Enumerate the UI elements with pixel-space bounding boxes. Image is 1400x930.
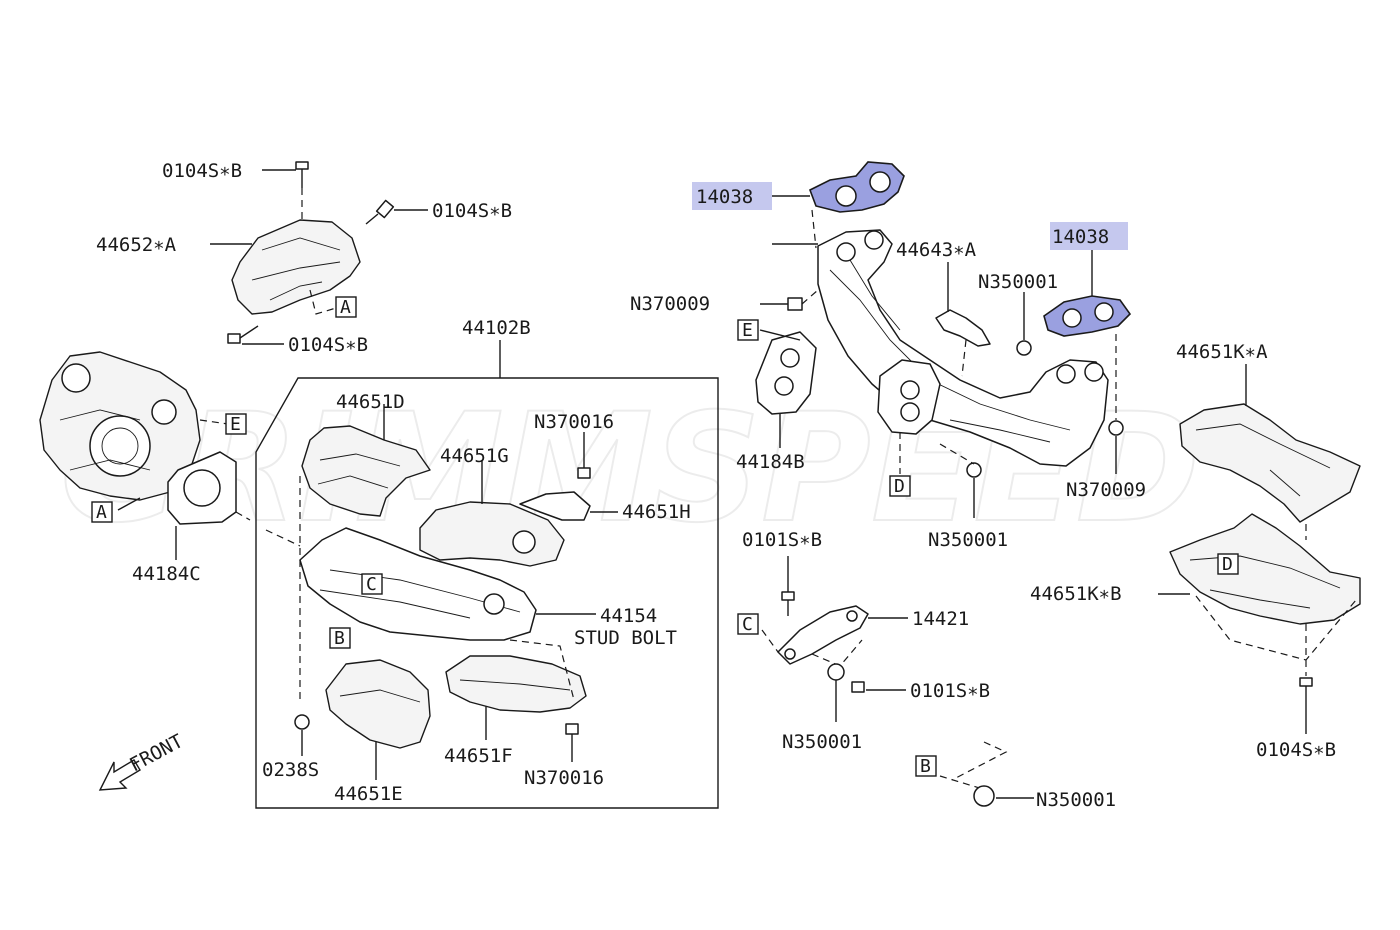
bolt-icon: [295, 161, 309, 188]
label-n370009-left: N370009: [630, 293, 710, 315]
heat-shield-44651e[interactable]: [325, 659, 431, 749]
ref-b-nut-group: B N350001: [915, 741, 1116, 811]
svg-text:D: D: [1222, 554, 1233, 575]
ref-box-c: C: [737, 613, 759, 635]
label-0104sb-far: 0104S∗B: [1256, 739, 1336, 761]
label-stud-bolt: STUD BOLT: [574, 627, 677, 649]
bolt-icon: [227, 325, 259, 344]
bracket-14421[interactable]: [777, 605, 869, 665]
label-n350001-low: N350001: [782, 731, 862, 753]
label-44651ka: 44651K∗A: [1176, 341, 1268, 363]
bracket-44643a[interactable]: [935, 309, 991, 347]
nut-icon: [294, 714, 310, 730]
svg-text:A: A: [96, 502, 107, 523]
label-bg-14038-right: [1050, 222, 1128, 250]
ref-box-a: A: [335, 296, 357, 318]
label-n370016-bottom: N370016: [524, 767, 604, 789]
ref-box-d: D: [889, 475, 911, 497]
ref-box-c: C: [361, 573, 383, 595]
under-cover-group: 44651K∗A 44651K∗B D 0104S∗B: [1030, 341, 1361, 761]
heat-shield-44651kb[interactable]: [1169, 513, 1361, 625]
label-44102b: 44102B: [462, 317, 531, 339]
label-14038-right: 14038: [1052, 226, 1109, 248]
nut-icon: [973, 785, 995, 807]
front-arrow: FRONT: [98, 730, 187, 791]
svg-text:B: B: [334, 628, 345, 649]
label-bg-14038-left: [692, 182, 772, 210]
ref-box-d: D: [1217, 553, 1239, 575]
catalytic-converter[interactable]: [299, 527, 537, 641]
label-44651kb: 44651K∗B: [1030, 583, 1122, 605]
svg-text:D: D: [894, 476, 905, 497]
label-0238s: 0238S: [262, 759, 319, 781]
assembly-frame: [255, 377, 719, 809]
turbocharger-group: 44184C E A: [39, 351, 251, 585]
ref-box-b: B: [915, 755, 937, 777]
label-14038-left: 14038: [696, 186, 753, 208]
label-front: FRONT: [126, 730, 187, 776]
label-n370016-top: N370016: [534, 411, 614, 433]
bolt-icon: [365, 199, 395, 225]
ref-box-a: A: [91, 501, 113, 523]
label-0101sb-top: 0101S∗B: [742, 529, 822, 551]
label-44651e: 44651E: [334, 783, 403, 805]
svg-text:E: E: [742, 320, 753, 341]
label-44184b: 44184B: [736, 451, 805, 473]
svg-text:C: C: [742, 614, 753, 635]
label-44643a: 44643∗A: [896, 239, 977, 261]
ref-box-e: E: [225, 413, 247, 435]
nut-icon: [827, 663, 845, 681]
heat-shield-44651ka[interactable]: [1179, 403, 1361, 523]
label-0101sb-right: 0101S∗B: [910, 680, 990, 702]
label-0104sb-top: 0104S∗B: [162, 160, 242, 182]
label-44651g: 44651G: [440, 445, 509, 467]
bracket-44651h[interactable]: [519, 491, 591, 521]
bolt-icon: [781, 591, 795, 616]
heat-shield-44651d[interactable]: [301, 425, 431, 517]
label-0104sb-right: 0104S∗B: [432, 200, 512, 222]
label-44652a: 44652∗A: [96, 234, 177, 256]
label-n350001-top: N350001: [978, 271, 1058, 293]
gasket-14038-right[interactable]: [1043, 295, 1132, 337]
label-14421: 14421: [912, 608, 969, 630]
gasket-14038-left[interactable]: [808, 161, 905, 213]
nut-icon: [1108, 420, 1124, 436]
label-n350001-mid: N350001: [928, 529, 1008, 551]
gasket-44184b[interactable]: [755, 331, 817, 415]
nut-icon: [1016, 340, 1032, 356]
label-44154: 44154: [600, 605, 657, 627]
nut-icon: [787, 297, 803, 311]
label-n350001-bottom: N350001: [1036, 789, 1116, 811]
bracket-14421-group: 0101S∗B 14421 C N350001 0101S∗B: [737, 529, 990, 753]
label-0104sb-bottom: 0104S∗B: [288, 334, 368, 356]
bolt-icon: [1299, 677, 1313, 710]
front-pipe-group: 14038 14038 44643∗A N350001: [630, 161, 1146, 551]
svg-text:A: A: [340, 297, 351, 318]
front-arrow-icon: [98, 759, 141, 791]
catalyst-assembly-44102b: 44102B 44651D 44651G N370016 44651H 4415…: [255, 317, 719, 809]
nut-icon: [966, 462, 982, 478]
label-n370009-right: N370009: [1066, 479, 1146, 501]
turbo-heat-shield-group: 0104S∗B 0104S∗B 44652∗A 0104S∗B A: [96, 160, 512, 356]
label-44651h: 44651H: [622, 501, 691, 523]
label-44651f: 44651F: [444, 745, 513, 767]
ref-box-e: E: [737, 319, 759, 341]
svg-text:B: B: [920, 756, 931, 777]
bolt-icon: [851, 681, 865, 693]
nut-icon: [565, 723, 579, 735]
nut-icon: [577, 467, 591, 479]
svg-text:E: E: [230, 414, 241, 435]
label-44184c: 44184C: [132, 563, 201, 585]
svg-text:C: C: [366, 574, 377, 595]
ref-box-b: B: [329, 627, 351, 649]
heat-shield-44652a[interactable]: [231, 219, 361, 315]
label-44651d: 44651D: [336, 391, 405, 413]
